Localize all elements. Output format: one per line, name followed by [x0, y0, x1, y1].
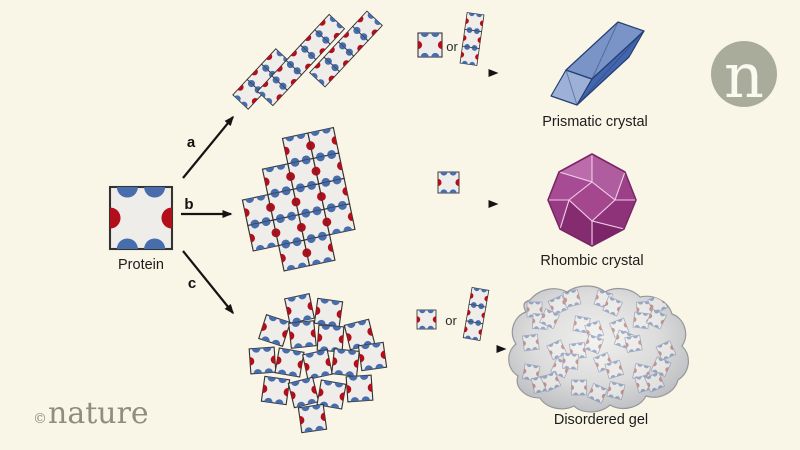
prismatic-crystal-label: Prismatic crystal	[542, 114, 648, 130]
logo-circle	[711, 41, 777, 107]
disordered-gel	[508, 285, 689, 413]
protein-label: Protein	[118, 257, 164, 273]
rhombic-crystal	[547, 153, 637, 247]
pathway-c-unit-tile	[416, 309, 437, 330]
gel-inner-tiles	[522, 288, 677, 404]
prism-facet-line-end	[565, 69, 578, 106]
copyright-nature: ©nature	[33, 396, 149, 431]
prism-facet-line-front	[576, 30, 645, 106]
prism-facet-line-top	[591, 21, 619, 80]
branch-arrows	[181, 115, 234, 315]
pathway-a-label: a	[187, 134, 196, 151]
disordered-gel-label: Disordered gel	[554, 412, 648, 428]
pathway-a-unit-chain	[459, 12, 485, 66]
brand-name: nature	[48, 396, 149, 431]
pathway-c-or-label: or	[445, 313, 457, 328]
arrow-a	[182, 115, 234, 179]
pathway-b-unit-tile	[437, 171, 460, 194]
pathway-a-unit-tile	[417, 32, 443, 58]
rhombic-crystal-label: Rhombic crystal	[540, 253, 643, 269]
pathway-b-lattice-assembly	[241, 126, 356, 272]
arrow-c	[182, 250, 234, 315]
pathway-c-label: c	[188, 275, 196, 292]
pathway-a-or-label: or	[446, 39, 458, 54]
copyright-symbol: ©	[33, 411, 47, 427]
logo-n-letter: n	[724, 39, 764, 112]
pathway-c-unit-chain	[462, 286, 490, 342]
pathway-a-chain-assembly	[232, 10, 383, 110]
nature-logo: n	[711, 39, 777, 112]
prismatic-crystal	[550, 21, 645, 106]
rhombic-crystal-outline	[547, 153, 637, 247]
protein-monomer	[108, 185, 174, 251]
pathway-c-cluster-assembly	[248, 293, 388, 434]
pathway-b-label: b	[184, 196, 193, 213]
